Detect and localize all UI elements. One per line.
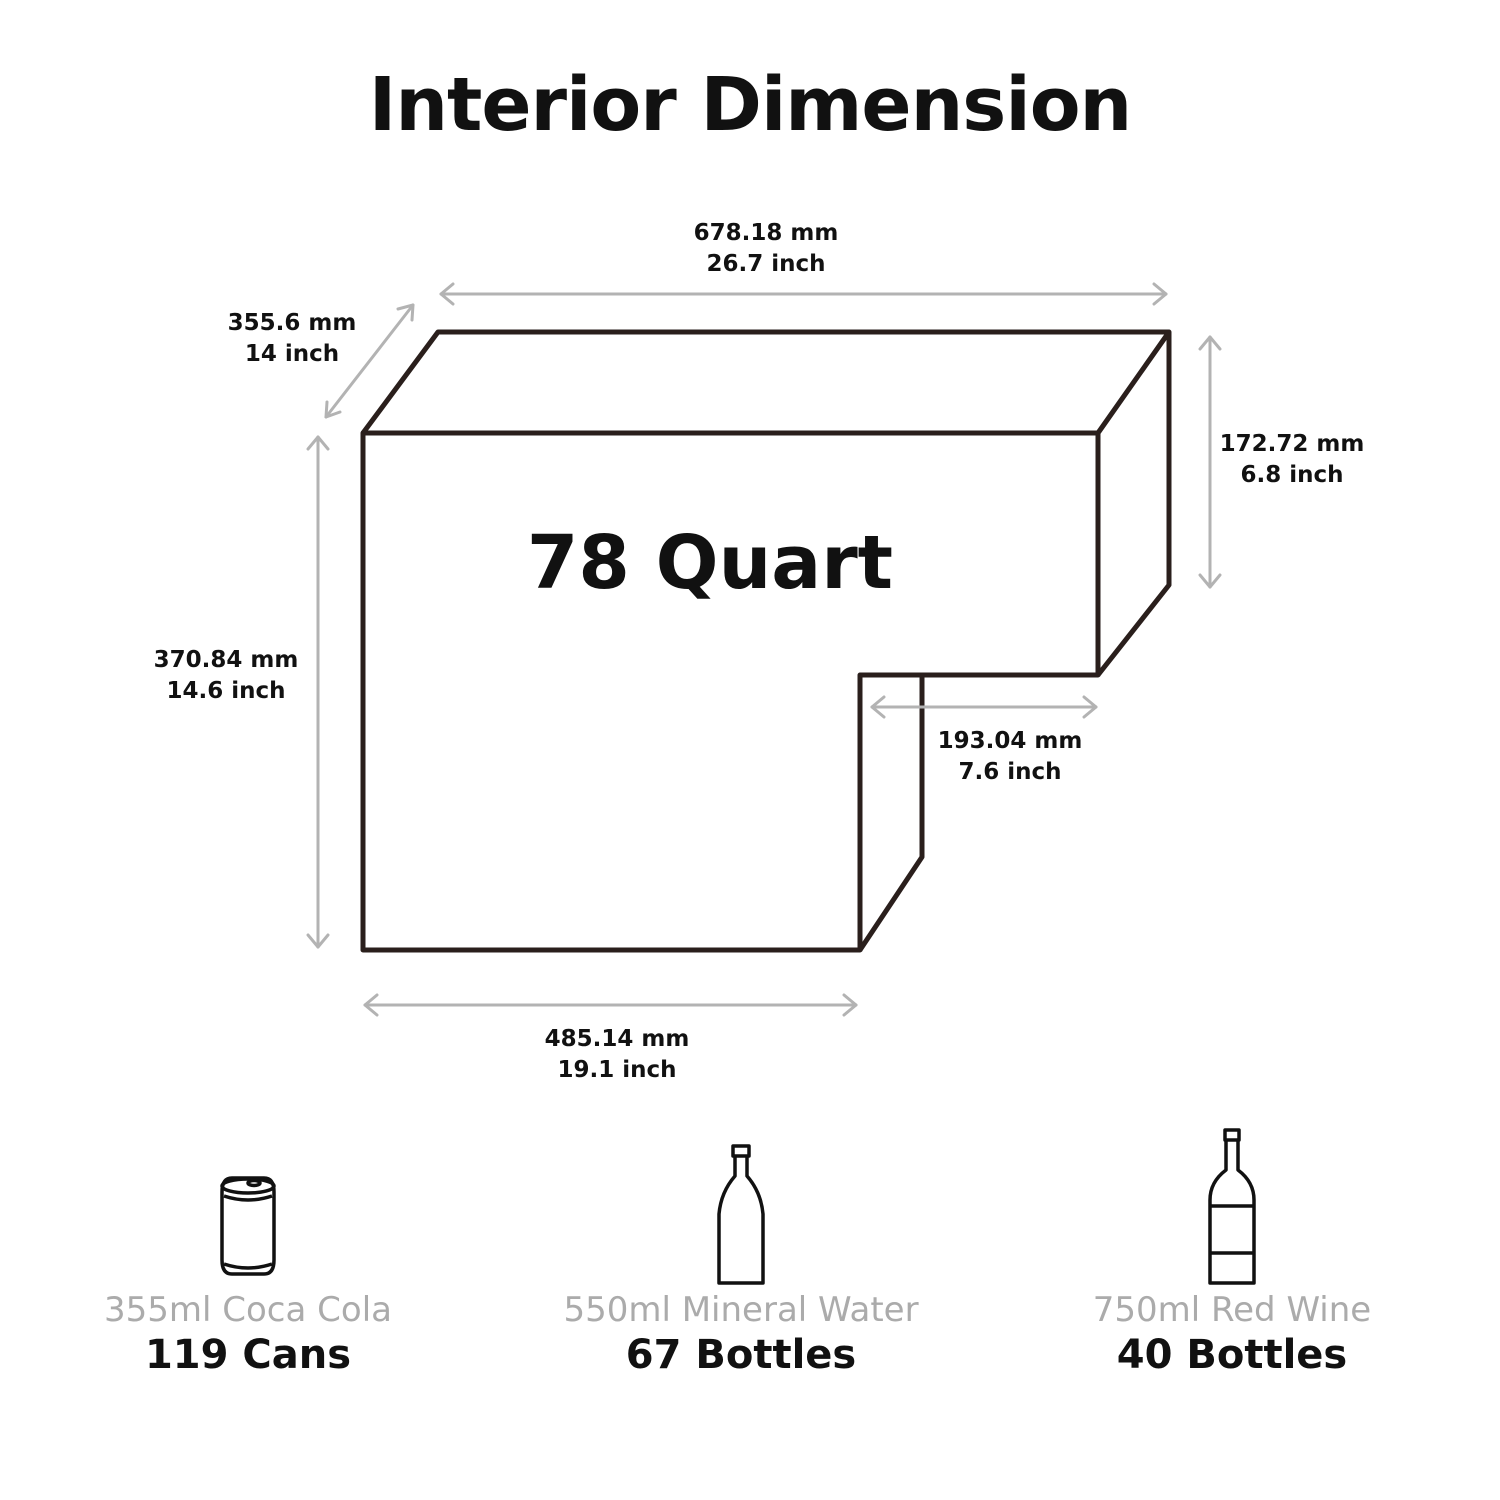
item-cans-description: 355ml Coca Cola <box>104 1290 392 1330</box>
item-cans-count: 119 Cans <box>144 1332 352 1378</box>
step-width-label: 193.04 mm 7.6 inch <box>910 726 1110 788</box>
top-width-label: 678.18 mm 26.7 inch <box>666 218 866 280</box>
dimension-arrows <box>306 282 1222 1017</box>
item-wine-count: 40 Bottles <box>1116 1332 1348 1378</box>
upper-height-mm: 172.72 mm <box>1219 431 1365 457</box>
upper-height-arrow <box>1198 335 1222 589</box>
right-side-face <box>1096 332 1172 677</box>
top-width-arrow <box>439 282 1168 306</box>
step-width-mm: 193.04 mm <box>937 728 1083 754</box>
item-wine-description: 750ml Red Wine <box>1092 1290 1372 1330</box>
upper-height-label: 172.72 mm 6.8 inch <box>1192 429 1392 491</box>
item-water-count: 67 Bottles <box>625 1332 857 1378</box>
step-width-arrow <box>870 695 1098 719</box>
bottom-width-arrow <box>363 993 858 1017</box>
depth-arrow <box>324 303 415 419</box>
water-bottle-icon <box>717 1144 765 1285</box>
cooler-diagram <box>306 282 1222 1017</box>
bottom-width-inch: 19.1 inch <box>557 1057 677 1083</box>
depth-mm: 355.6 mm <box>227 310 357 336</box>
top-width-inch: 26.7 inch <box>706 251 826 277</box>
top-face <box>360 329 1172 435</box>
wine-bottle-icon <box>1208 1128 1256 1285</box>
item-cans: 355ml Coca Cola 119 Cans <box>38 1120 458 1378</box>
bottom-width-label: 485.14 mm 19.1 inch <box>517 1024 717 1086</box>
page-title: Interior Dimension <box>368 62 1132 148</box>
total-height-inch: 14.6 inch <box>166 678 286 704</box>
item-water-description: 550ml Mineral Water <box>563 1290 919 1330</box>
item-water: 550ml Mineral Water 67 Bottles <box>531 1120 951 1378</box>
front-face <box>360 430 1101 953</box>
step-width-inch: 7.6 inch <box>958 759 1062 785</box>
item-wine: 750ml Red Wine 40 Bottles <box>1022 1120 1442 1378</box>
top-width-mm: 678.18 mm <box>693 220 839 246</box>
can-icon <box>220 1176 276 1276</box>
capacity-label: 78 Quart <box>526 520 894 606</box>
total-height-label: 370.84 mm 14.6 inch <box>126 645 326 707</box>
total-height-arrow <box>306 435 330 949</box>
depth-inch: 14 inch <box>244 341 340 367</box>
bottom-width-mm: 485.14 mm <box>544 1026 690 1052</box>
depth-label: 355.6 mm 14 inch <box>192 308 392 370</box>
total-height-mm: 370.84 mm <box>153 647 299 673</box>
cooler-outline <box>360 329 1172 953</box>
step-side-face <box>857 672 925 952</box>
upper-height-inch: 6.8 inch <box>1240 462 1344 488</box>
